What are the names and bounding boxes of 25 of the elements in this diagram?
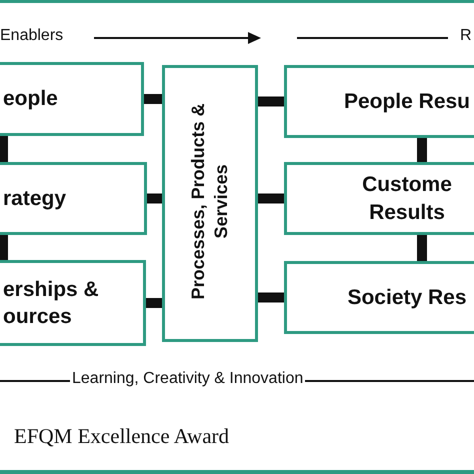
connector-bar [417, 138, 427, 162]
criterion-box [0, 62, 144, 136]
criterion-box [284, 261, 474, 334]
box-label: rategy [3, 186, 68, 212]
connector-bar [258, 292, 284, 302]
criterion-box [284, 162, 474, 235]
connector-bar [146, 298, 162, 308]
box-label: Custome Results [361, 172, 453, 226]
box-label: Society Res [346, 284, 468, 311]
section-label: Learning, Creativity & Innovation [70, 370, 306, 388]
connector-bar [417, 235, 427, 261]
box-label: Processes, Products & Services [186, 102, 232, 301]
connector-bar [0, 235, 8, 260]
connector-bar [144, 94, 162, 104]
criterion-box [0, 260, 146, 346]
connector-bar [258, 194, 284, 204]
criterion-box [0, 162, 147, 235]
box-label: People Resu [342, 88, 472, 115]
process-box [162, 65, 258, 342]
connector-bar [0, 136, 8, 162]
connector-bar [147, 194, 162, 204]
box-label: eople [3, 86, 59, 112]
criterion-box [284, 65, 474, 138]
box-label: erships & ources [3, 276, 100, 330]
connector-bar [258, 96, 284, 106]
